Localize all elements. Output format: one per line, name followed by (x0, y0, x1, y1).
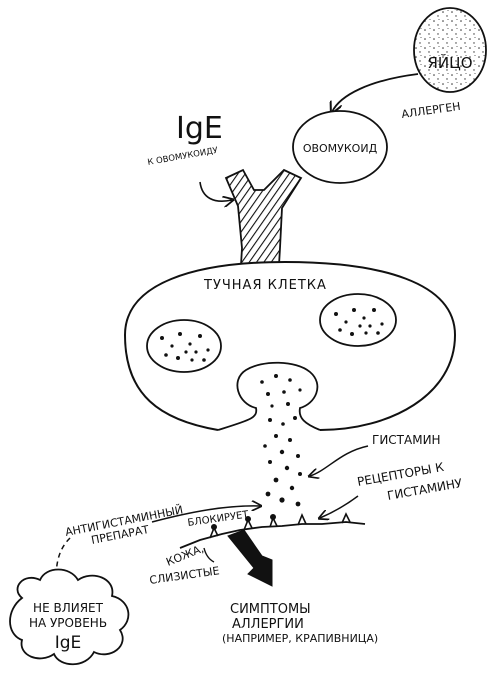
ige-antibody (224, 168, 303, 266)
symptoms-label-line3: (НАПРИМЕР, КРАПИВНИЦА) (222, 632, 378, 645)
egg-shape (413, 7, 487, 93)
skin-pointer (203, 547, 215, 563)
egg-to-ovomucoid-arrow (332, 73, 419, 112)
receptors-pointer (320, 495, 359, 518)
ige-label: IgE (176, 111, 223, 146)
antihistamine-molecules (211, 514, 276, 530)
degranulating-vesicle (217, 361, 321, 431)
ige-note-cloud (9, 568, 130, 666)
egg-label: ЯЙЦО (427, 53, 472, 72)
histamine-pointer (310, 445, 369, 476)
dashed-arrow-to-cloud (56, 537, 71, 580)
symptoms-arrow (227, 529, 273, 587)
ovomucoid-label: ОВОМУКОИД (303, 142, 378, 155)
histamine-granules (263, 416, 302, 507)
ige-pointer-arrow (199, 181, 232, 201)
ige-to-ovomucoid-label: К ОВОМУКОИДУ (147, 146, 220, 168)
histamine-label: ГИСТАМИН (372, 433, 441, 447)
ovomucoid: ОВОМУКОИД (292, 110, 388, 184)
cloud-label-line1: НЕ ВЛИЯЕТ (33, 601, 104, 615)
mast-cell-label: ТУЧНАЯ КЛЕТКА (203, 278, 327, 293)
cloud-label-line3: IgE (55, 633, 82, 653)
egg: ЯЙЦО (413, 7, 487, 93)
antihistamine-block-arrow (151, 506, 260, 523)
symptoms-label-line2: АЛЛЕРГИИ (232, 617, 304, 632)
cloud-label-line2: НА УРОВЕНЬ (29, 616, 107, 630)
ovomucoid-circle (292, 110, 388, 184)
granule-right (319, 293, 397, 347)
allergen-label: АЛЛЕРГЕН (401, 100, 462, 121)
symptoms-label-line1: СИМПТОМЫ (230, 602, 311, 617)
vesicle-granules (260, 374, 302, 408)
mucous-label: СЛИЗИСТЫЕ (149, 564, 221, 587)
granule-left (146, 319, 222, 373)
